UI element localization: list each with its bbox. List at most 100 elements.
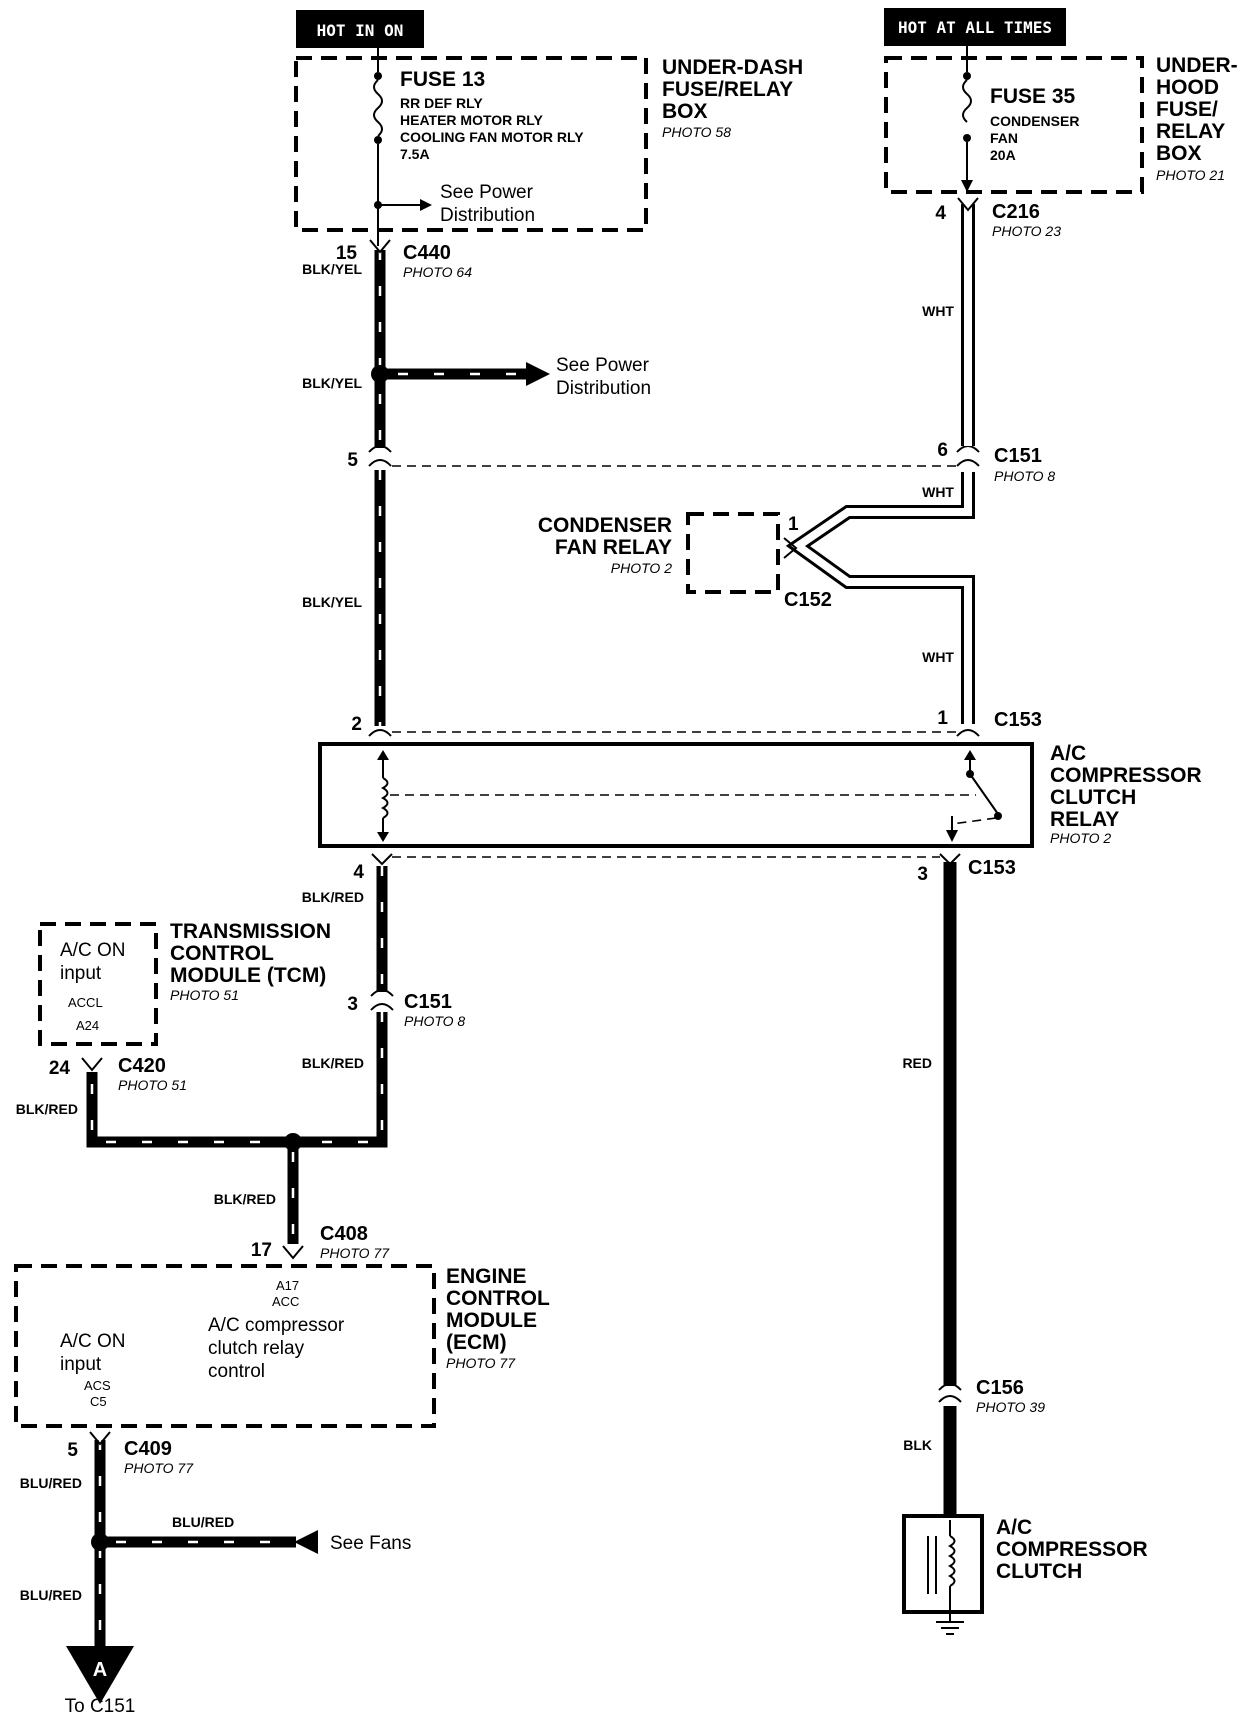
svg-text:C408: C408 xyxy=(320,1223,368,1245)
wht-wire xyxy=(785,204,975,724)
wire-label-blu-red: BLU/RED xyxy=(172,1514,234,1530)
svg-text:FAN RELAY: FAN RELAY xyxy=(555,536,672,559)
svg-text:1: 1 xyxy=(937,708,948,729)
svg-text:C151: C151 xyxy=(994,445,1042,467)
svg-text:BOX: BOX xyxy=(662,100,708,123)
svg-text:CLUTCH: CLUTCH xyxy=(996,1560,1082,1583)
ac-compressor-clutch: A/C COMPRESSOR CLUTCH xyxy=(902,1514,1148,1635)
svg-text:PHOTO 39: PHOTO 39 xyxy=(976,1399,1045,1415)
svg-text:PHOTO 77: PHOTO 77 xyxy=(124,1460,194,1476)
svg-text:MODULE (TCM): MODULE (TCM) xyxy=(170,964,326,987)
under-dash-fuse-relay-box: FUSE 13 RR DEF RLY HEATER MOTOR RLY COOL… xyxy=(294,48,803,246)
svg-text:PHOTO 51: PHOTO 51 xyxy=(118,1077,187,1093)
svg-text:control: control xyxy=(208,1361,265,1382)
svg-text:A24: A24 xyxy=(76,1018,99,1033)
svg-text:C5: C5 xyxy=(90,1394,107,1409)
wire-label-red: RED xyxy=(902,1055,932,1071)
wire-label-blk-yel: BLK/YEL xyxy=(302,261,362,277)
c153-connector-top: 2 1 C153 xyxy=(351,708,1042,737)
wire-label-blk-red: BLK/RED xyxy=(16,1101,78,1117)
svg-text:PHOTO 77: PHOTO 77 xyxy=(446,1355,516,1371)
svg-text:RELAY: RELAY xyxy=(1156,120,1225,143)
svg-text:ACS: ACS xyxy=(84,1378,111,1393)
svg-text:ACC: ACC xyxy=(272,1294,299,1309)
svg-text:PHOTO 2: PHOTO 2 xyxy=(611,560,672,576)
arrow-left-icon xyxy=(294,1530,318,1554)
transmission-control-module: A/C ON input ACCL A24 TRANSMISSION CONTR… xyxy=(38,920,331,1046)
svg-text:24: 24 xyxy=(49,1058,71,1079)
svg-text:PHOTO 21: PHOTO 21 xyxy=(1156,167,1225,183)
ground-icon xyxy=(936,1621,964,1635)
svg-text:1: 1 xyxy=(788,514,799,535)
svg-text:CLUTCH: CLUTCH xyxy=(1050,786,1136,809)
fuse-13-label: FUSE 13 xyxy=(400,68,485,91)
svg-text:20A: 20A xyxy=(990,147,1016,163)
svg-text:6: 6 xyxy=(937,440,948,461)
hot-in-on-tag: HOT IN ON xyxy=(296,10,424,48)
svg-text:HOT IN ON: HOT IN ON xyxy=(317,21,404,40)
svg-text:CONDENSER: CONDENSER xyxy=(990,113,1079,129)
clutch-coil-icon xyxy=(947,1535,956,1587)
c151-connector-top: 5 6 C151 PHOTO 8 xyxy=(347,440,1055,484)
svg-text:A: A xyxy=(93,1659,107,1681)
svg-text:PHOTO 51: PHOTO 51 xyxy=(170,987,239,1003)
svg-text:input: input xyxy=(60,1354,102,1375)
wire-label-blu-red: BLU/RED xyxy=(20,1587,82,1603)
svg-text:TRANSMISSION: TRANSMISSION xyxy=(170,920,331,943)
c216-connector: 4 C216 PHOTO 23 xyxy=(935,197,1061,239)
wire-label-blk: BLK xyxy=(903,1437,932,1453)
svg-text:ENGINE: ENGINE xyxy=(446,1265,527,1288)
wire-label-blk-yel: BLK/YEL xyxy=(302,594,362,610)
c151-connector-mid: 3 C151 PHOTO 8 xyxy=(347,989,465,1029)
svg-text:PHOTO 58: PHOTO 58 xyxy=(662,124,731,140)
wire-label-wht: WHT xyxy=(922,303,954,319)
svg-text:3: 3 xyxy=(347,994,358,1015)
arrow-a-label: To C151 xyxy=(65,1696,136,1712)
svg-text:See Power: See Power xyxy=(440,182,534,203)
svg-text:A/C compressor: A/C compressor xyxy=(208,1315,345,1336)
wire-label-blk-red: BLK/RED xyxy=(214,1191,276,1207)
svg-text:5: 5 xyxy=(347,450,358,471)
c440-connector: 15 C440 PHOTO 64 xyxy=(336,239,472,280)
condenser-fan-relay: CONDENSER FAN RELAY PHOTO 2 1 C152 xyxy=(538,512,832,611)
hot-at-all-times-tag: HOT AT ALL TIMES xyxy=(884,8,1066,46)
svg-text:4: 4 xyxy=(353,862,364,883)
svg-text:C216: C216 xyxy=(992,201,1040,223)
wire-label-blk-yel: BLK/YEL xyxy=(302,375,362,391)
svg-text:A/C ON: A/C ON xyxy=(60,940,125,961)
svg-text:4: 4 xyxy=(935,203,946,224)
svg-text:MODULE: MODULE xyxy=(446,1309,537,1332)
under-hood-fuse-relay-box: FUSE 35 CONDENSER FAN 20A UNDER- HOOD FU… xyxy=(884,46,1238,194)
blu-red-wire: See Fans xyxy=(91,1440,411,1648)
svg-text:C153: C153 xyxy=(994,709,1042,731)
svg-text:UNDER-DASH: UNDER-DASH xyxy=(662,56,803,79)
svg-text:BOX: BOX xyxy=(1156,142,1202,165)
c153-connector-bottom: 4 3 C153 xyxy=(353,853,1016,885)
svg-text:ACCL: ACCL xyxy=(68,995,103,1010)
svg-text:PHOTO 64: PHOTO 64 xyxy=(403,264,472,280)
relay-coil-icon xyxy=(380,777,389,819)
svg-text:FUSE/: FUSE/ xyxy=(1156,98,1218,121)
svg-text:input: input xyxy=(60,963,102,984)
svg-text:RELAY: RELAY xyxy=(1050,808,1119,831)
svg-text:PHOTO 77: PHOTO 77 xyxy=(320,1245,390,1261)
engine-control-module: A17 ACC A/C compressor clutch relay cont… xyxy=(14,1264,550,1428)
wire-label-wht: WHT xyxy=(922,649,954,665)
c408-connector: 17 C408 PHOTO 77 xyxy=(251,1223,390,1261)
svg-text:HOOD: HOOD xyxy=(1156,76,1219,99)
arrow-a-to-c151: A xyxy=(66,1646,134,1704)
arrow-right-icon xyxy=(420,199,432,211)
svg-text:C151: C151 xyxy=(404,991,452,1013)
arrow-down-icon xyxy=(66,1646,134,1704)
wire-label-blk-red: BLK/RED xyxy=(302,889,364,905)
wire-label-blu-red: BLU/RED xyxy=(20,1475,82,1491)
svg-text:Distribution: Distribution xyxy=(440,205,535,226)
svg-text:C152: C152 xyxy=(784,589,832,611)
fuse-35-icon xyxy=(962,79,972,123)
svg-text:A/C: A/C xyxy=(1050,742,1086,765)
svg-text:HOT AT ALL TIMES: HOT AT ALL TIMES xyxy=(898,18,1052,37)
wire-label-wht: WHT xyxy=(922,484,954,500)
svg-text:C409: C409 xyxy=(124,1438,172,1460)
power-distribution-splice: See Power Distribution xyxy=(371,355,651,399)
svg-text:2: 2 xyxy=(351,714,362,735)
